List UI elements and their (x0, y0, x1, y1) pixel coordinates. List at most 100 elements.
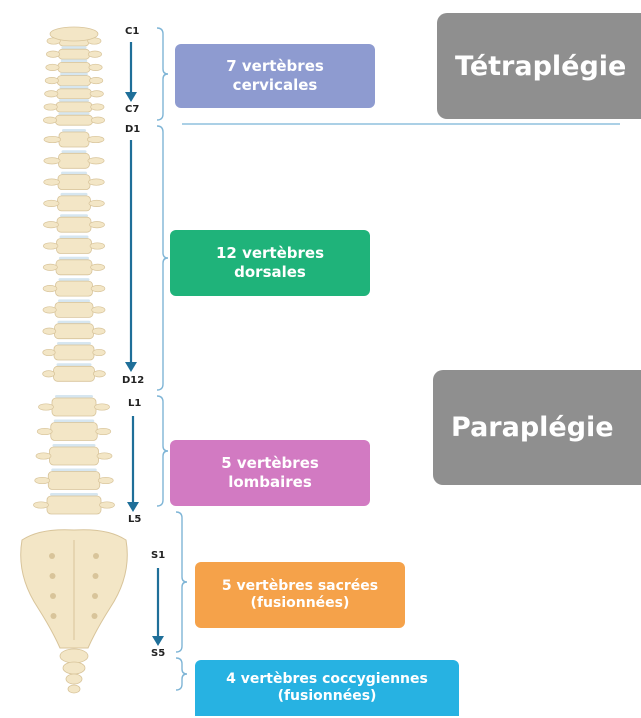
vertebra-process-left (45, 91, 58, 97)
region-box-lumbar: 5 vertèbres lombaires (170, 440, 370, 506)
vertebra-process-left (43, 307, 56, 313)
vertebral-disc (61, 59, 87, 62)
label-s5: S5 (151, 648, 165, 659)
vertebra-process-left (37, 428, 52, 434)
sacrum-coccyx (21, 530, 128, 693)
vertebra-process-left (43, 349, 56, 355)
vertebra-body (56, 260, 92, 275)
vertebra-process-left (43, 285, 57, 291)
sacral-foramen (93, 573, 99, 579)
label-l5: L5 (128, 514, 141, 525)
region-box-coccygeal: 4 vertèbres coccygiennes (fusionnées) (195, 660, 459, 716)
sacral-foramen (93, 553, 99, 559)
vertebra-process-left (43, 371, 55, 377)
vertebra-process-right (88, 179, 104, 185)
vertebra-process-left (39, 404, 54, 410)
vertebra-body (58, 62, 90, 72)
vertebra-body (55, 115, 92, 125)
sacral-foramen (49, 553, 55, 559)
vertebra-process-right (90, 243, 105, 249)
region-cervical-line1: 7 vertèbres (226, 57, 324, 76)
vertebral-column (34, 27, 115, 514)
vertebra-process-left (43, 117, 56, 123)
vertebral-disc (60, 73, 88, 76)
region-dorsal-line2: dorsales (216, 263, 324, 282)
bracket-sacral (176, 512, 187, 652)
vertebra-process-right (89, 200, 104, 206)
vertebra-body (56, 281, 93, 296)
vertebra-process-right (100, 502, 115, 508)
vertebra-process-right (89, 77, 102, 83)
atlas-vertebra (50, 27, 98, 41)
vertebra-body (59, 153, 90, 168)
vertebra-process-left (44, 136, 61, 142)
coccyx-segment (66, 674, 82, 684)
vertebral-disc (62, 129, 86, 132)
condition-tetraplegie: Tétraplégie (437, 13, 641, 119)
vertebral-disc (59, 278, 90, 281)
vertebral-disc (55, 395, 93, 398)
vertebral-disc (51, 469, 97, 472)
condition-tetraplegie-label: Tétraplégie (455, 51, 626, 82)
bracket-coccygeal (176, 658, 187, 690)
label-c7: C7 (125, 104, 139, 115)
region-sacral-line2: (fusionnées) (222, 595, 378, 613)
coccyx-segment (63, 662, 85, 674)
vertebra-body (48, 472, 100, 490)
vertebra-process-right (91, 264, 105, 270)
vertebra-process-right (92, 328, 105, 334)
condition-paraplegie: Paraplégie (433, 370, 641, 485)
vertebra-process-left (44, 158, 60, 164)
region-sacral-line1: 5 vertèbres sacrées (222, 578, 378, 596)
vertebral-disc (62, 150, 87, 153)
region-cervical-line2: cervicales (226, 76, 324, 95)
vertebra-body (57, 239, 92, 254)
region-brackets (157, 28, 187, 690)
sacral-foramen (92, 593, 98, 599)
arrow-lumbar-head (127, 502, 139, 512)
sacral-foramen (92, 613, 98, 619)
vertebra-process-left (44, 104, 57, 110)
vertebral-disc (61, 172, 87, 175)
vertebra-process-right (90, 222, 105, 228)
region-box-cervical: 7 vertèbres cervicales (175, 44, 375, 108)
vertebra-process-right (91, 104, 104, 110)
vertebra-process-right (88, 158, 104, 164)
vertebra-process-left (43, 243, 58, 249)
vertebra-process-right (96, 428, 111, 434)
label-c1: C1 (125, 26, 139, 37)
label-d1: D1 (125, 124, 140, 135)
vertebra-process-left (43, 328, 56, 334)
vertebral-disc (60, 236, 89, 239)
vertebra-body (56, 102, 92, 112)
bracket-dorsal (157, 126, 168, 390)
vertebra-body (57, 217, 91, 232)
vertebral-disc (54, 420, 95, 423)
vertebra-body (51, 423, 98, 441)
vertebral-disc (50, 493, 98, 496)
vertebra-process-right (91, 285, 105, 291)
region-coccygeal-line1: 4 vertèbres coccygiennes (226, 671, 428, 689)
vertebra-body (55, 302, 93, 317)
vertebra-process-left (46, 51, 59, 57)
sacral-foramen (50, 593, 56, 599)
vertebra-body (52, 398, 96, 416)
vertebra-process-right (98, 477, 113, 483)
vertebra-process-right (93, 349, 106, 355)
label-l1: L1 (128, 398, 141, 409)
vertebra-process-right (87, 136, 104, 142)
vertebra-process-left (44, 222, 59, 228)
vertebra-process-right (90, 91, 103, 97)
vertebral-disc (61, 193, 88, 196)
vertebral-disc (58, 112, 89, 115)
vertebra-process-left (36, 453, 51, 459)
vertebra-body (58, 175, 90, 190)
vertebra-process-left (44, 179, 60, 185)
vertebral-disc (60, 214, 88, 217)
vertebra-process-right (93, 371, 105, 377)
region-dorsal-line1: 12 vertèbres (216, 244, 324, 263)
bracket-cervical (157, 28, 168, 120)
vertebra-body (54, 366, 95, 381)
vertebra-body (59, 132, 89, 147)
